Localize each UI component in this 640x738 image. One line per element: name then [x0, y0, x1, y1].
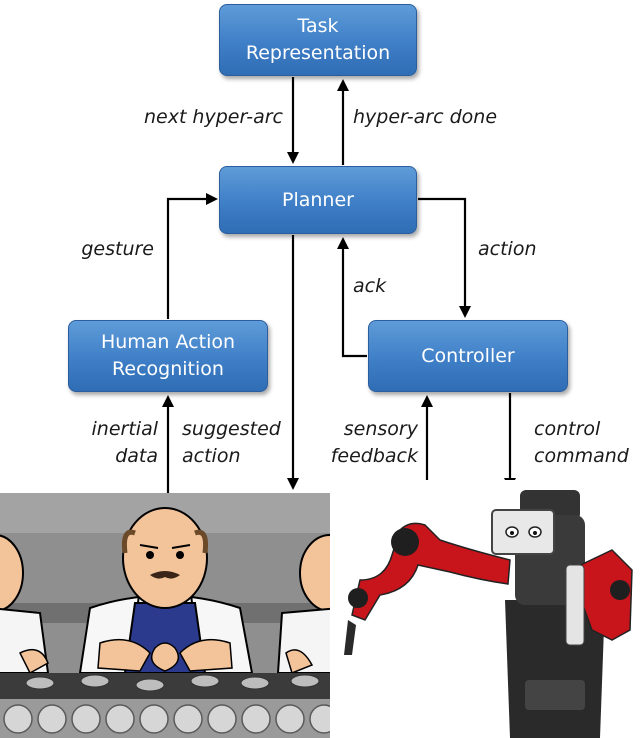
arrowhead-next-hyper-arc: [287, 152, 299, 164]
arrowhead-gesture: [206, 193, 218, 205]
controller-label: Controller: [421, 344, 515, 367]
label-sensory-feedback-line2: feedback: [330, 445, 418, 467]
arrowhead-suggested-action: [287, 478, 299, 490]
arrowhead-hyper-arc-done: [337, 79, 349, 91]
arrowhead-ack: [337, 237, 349, 249]
task-representation-line1: Task: [297, 15, 339, 37]
center-worker: [78, 507, 254, 674]
conveyor-belt: [0, 673, 330, 699]
conveyor-parts: [25, 674, 320, 692]
arrowhead-inertial-data: [162, 395, 174, 407]
factory-workers-illustration: [0, 493, 330, 738]
label-control-command-line1: control: [534, 418, 601, 440]
task-representation-node: Task Representation: [219, 4, 417, 76]
arrow-action: [418, 197, 467, 308]
label-hyper-arc-done: hyper-arc done: [353, 106, 498, 128]
label-inertial-data-line1: inertial: [91, 418, 158, 440]
label-gesture: gesture: [81, 238, 154, 260]
label-control-command: control command: [534, 416, 629, 470]
label-control-command-line2: command: [534, 445, 629, 467]
planner-label: Planner: [282, 188, 354, 211]
label-inertial-data-line2: data: [115, 445, 158, 467]
arrowhead-sensory-feedback: [421, 395, 433, 407]
label-suggested-action: suggested action: [182, 416, 281, 470]
arrow-gesture: [166, 197, 208, 319]
human-action-recognition-node: Human Action Recognition: [68, 320, 268, 392]
arrow-ack: [341, 247, 367, 358]
label-sensory-feedback: sensory feedback: [331, 416, 418, 470]
conveyor-rollers: [3, 704, 330, 734]
label-ack: ack: [353, 275, 387, 297]
controller-node: Controller: [368, 320, 568, 392]
task-representation-line2: Representation: [245, 42, 391, 64]
planner-node: Planner: [219, 166, 417, 234]
arrowhead-action: [459, 306, 471, 318]
label-action: action: [478, 238, 537, 260]
baxter-robot-illustration: [330, 480, 640, 738]
label-next-hyper-arc: next hyper-arc: [143, 106, 283, 128]
label-suggested-action-line2: action: [182, 445, 241, 467]
human-action-recognition-line2: Recognition: [112, 358, 224, 380]
human-action-recognition-line1: Human Action: [100, 331, 236, 353]
label-sensory-feedback-line1: sensory: [343, 418, 418, 440]
label-inertial-data: inertial data: [92, 416, 158, 470]
label-suggested-action-line1: suggested: [182, 418, 281, 440]
left-worker: [0, 534, 50, 675]
right-worker: [276, 534, 330, 675]
